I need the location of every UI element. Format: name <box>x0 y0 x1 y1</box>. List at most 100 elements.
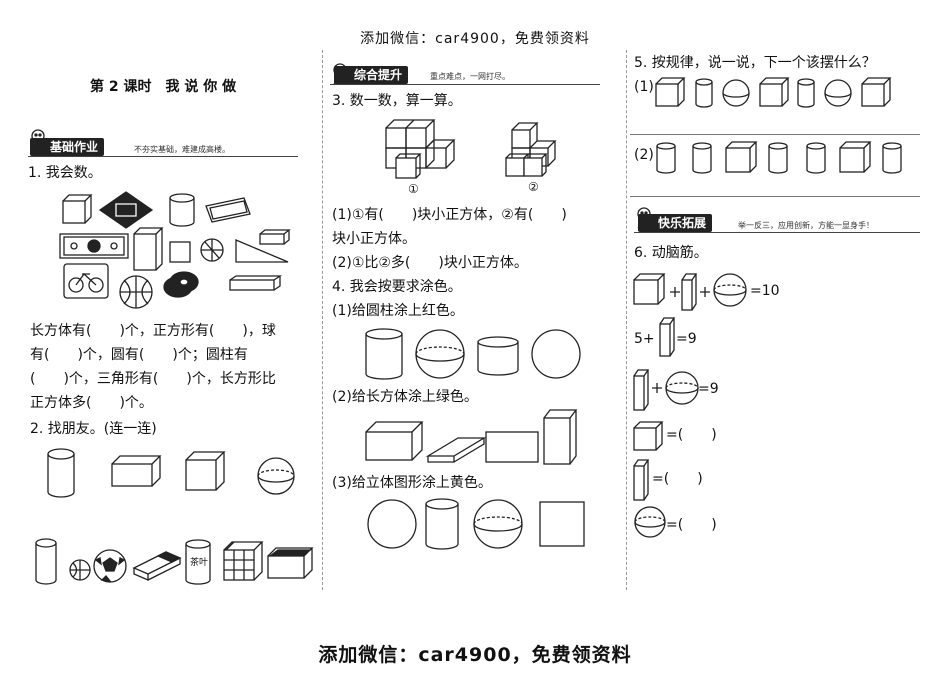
section-motto-comprehensive: 重点难点，一网打尽。 <box>430 72 510 81</box>
cube-icon <box>633 421 664 451</box>
q1-line-2: 有( )个，圆有( )个；圆柱有 <box>30 347 248 363</box>
square-icon <box>169 241 191 263</box>
cube-stack-figure-2 <box>505 122 557 177</box>
tea-can-icon <box>185 539 211 585</box>
cylinder-icon <box>806 142 826 174</box>
q5-part-2-label: (2) <box>634 147 654 163</box>
q3-title: 3. 数一数，算一算。 <box>332 93 462 109</box>
cube-icon <box>759 77 790 107</box>
q4-row-2 <box>365 409 578 465</box>
q4-row-3 <box>367 498 585 550</box>
q4-title: 4. 我会按要求涂色。 <box>332 279 462 295</box>
watermark-bottom: 添加微信：car4900，免费领资料 <box>318 644 632 666</box>
cylinder-icon <box>882 142 902 174</box>
sphere-icon <box>634 506 666 538</box>
section-banner-extension: 快乐拓展 <box>638 214 713 232</box>
cube-icon <box>861 77 892 107</box>
cube-icon <box>185 451 226 491</box>
watermark-top: 添加微信：car4900，免费领资料 <box>360 31 590 47</box>
q1-line-1: 长方体有( )个，正方形有( )，球 <box>30 323 276 339</box>
q5-rule-2 <box>630 196 920 197</box>
q5-row-2 <box>656 141 902 174</box>
q3-figure-1-label: ① <box>408 182 419 196</box>
q5-rule <box>630 134 920 135</box>
tall-cuboid-icon <box>659 317 676 357</box>
cube-icon <box>725 141 758 173</box>
cylinder-short-icon <box>477 336 519 376</box>
triangle-icon <box>235 239 289 263</box>
q6-eq3-result: =9 <box>698 381 719 397</box>
cube-icon <box>839 141 872 173</box>
q2-bottom-row <box>35 538 314 585</box>
section-rule-basic <box>28 156 298 157</box>
tall-cuboid-icon <box>633 369 650 411</box>
cylinder-icon <box>695 78 713 108</box>
small-ball-icon <box>69 559 91 581</box>
cylinder-icon <box>656 142 676 174</box>
section-banner-comprehensive: 综合提升 <box>334 66 409 84</box>
circle-icon <box>531 329 581 379</box>
plus-icon <box>670 287 680 297</box>
q4-part-1: (1)给圆柱涂上红色。 <box>332 303 464 319</box>
q1-line-4: 正方体多( )个。 <box>30 395 153 411</box>
q6-eq2-result: =9 <box>676 331 697 347</box>
cube-stack-figure-1 <box>385 119 456 179</box>
cuboid-tall-icon <box>133 227 164 271</box>
q1-figure <box>59 191 291 309</box>
disc-icon <box>163 271 199 298</box>
gift-box-icon <box>267 547 314 579</box>
q6-title: 6. 动脑筋。 <box>634 245 708 261</box>
sphere-icon <box>415 329 465 379</box>
cube-icon <box>62 194 93 224</box>
cylinder-icon <box>692 142 712 174</box>
sphere-icon <box>257 457 295 495</box>
rubiks-cube-icon <box>223 541 264 581</box>
q3-cube-figures <box>385 119 557 179</box>
sphere-icon <box>713 273 747 307</box>
sphere-icon <box>473 499 523 549</box>
tall-cuboid-icon <box>543 409 578 465</box>
column-divider-2 <box>626 50 627 590</box>
cuboid-icon <box>111 455 162 487</box>
cube-icon <box>633 273 666 305</box>
q6-eq3-shapes <box>633 369 699 411</box>
soccer-ball-icon <box>93 549 127 583</box>
flat-cuboid-icon <box>425 437 487 463</box>
bicycle-icon <box>63 263 109 299</box>
q4-part-2: (2)给长方体涂上绿色。 <box>332 389 478 405</box>
section-motto-extension: 举一反三，应用创新，方能一显身手！ <box>738 221 874 230</box>
banknote-icon <box>59 233 129 259</box>
q3-figure-2-label: ② <box>528 180 539 194</box>
q6-eq5-shapes <box>633 459 650 501</box>
lesson-title: 第 2 课时 我 说 你 做 <box>90 79 237 95</box>
q6-eq2-prefix: 5+ <box>634 331 655 347</box>
cuboid-icon <box>365 421 424 461</box>
cylinder-icon <box>425 498 459 550</box>
square-icon <box>539 501 585 547</box>
q1-title: 1. 我会数。 <box>28 165 102 181</box>
q4-part-3: (3)给立体图形涂上黄色。 <box>332 475 492 491</box>
ball-icon <box>200 238 224 262</box>
cylinder-icon <box>35 538 57 585</box>
q6-eq6-result: =( ) <box>666 517 717 533</box>
q5-title: 5. 按规律，说一说，下一个该摆什么？ <box>634 55 876 71</box>
plus-icon <box>652 383 662 393</box>
tea-can-label: 茶叶 <box>190 558 209 568</box>
rectangle-icon <box>485 431 539 463</box>
tiger-stamp-icon <box>98 191 154 229</box>
cube-icon <box>655 77 686 107</box>
q6-eq6-shapes <box>634 506 666 538</box>
circle-icon <box>367 499 417 549</box>
plus-icon <box>700 287 710 297</box>
q4-row-1 <box>365 328 581 380</box>
envelope-icon <box>205 197 251 223</box>
q2-top-row <box>47 448 295 498</box>
q5-row-1 <box>655 77 892 108</box>
basketball-icon <box>119 275 153 309</box>
cylinder-icon <box>169 193 195 227</box>
slab-icon <box>229 275 283 291</box>
section-rule-comprehensive <box>330 84 600 85</box>
section-motto-basic: 不夯实基础，难建成高楼。 <box>134 145 230 154</box>
q5-part-1-label: (1) <box>634 79 654 95</box>
tall-cuboid-icon <box>633 459 650 501</box>
